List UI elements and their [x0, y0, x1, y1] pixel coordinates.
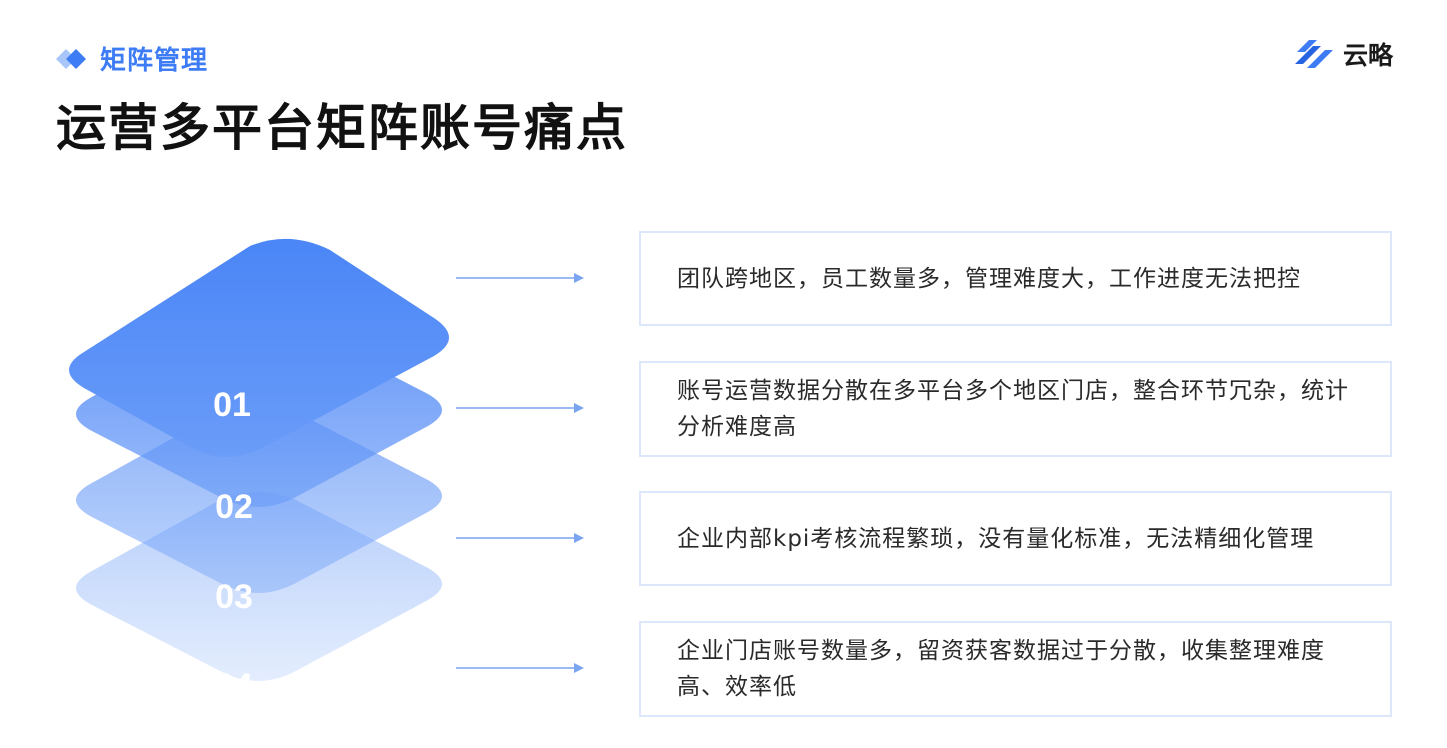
layer-stack-diagram: 01 02 03 04 — [69, 238, 584, 705]
section-tag: 矩阵管理 — [54, 40, 208, 77]
pain-card-03: 企业内部kpi考核流程繁琐，没有量化标准，无法精细化管理 — [639, 491, 1392, 586]
double-diamond-icon — [56, 48, 86, 69]
arrow-head-icon — [574, 533, 584, 543]
brand-name: 云略 — [1342, 41, 1393, 70]
arrow-head-icon — [574, 403, 584, 413]
pain-card-01: 团队跨地区，员工数量多，管理难度大，工作进度无法把控 — [639, 231, 1392, 326]
pain-text-04: 企业门店账号数量多，留资获客数据过于分散，收集整理难度高、效率低 — [677, 638, 1325, 700]
pain-card-04: 企业门店账号数量多，留资获客数据过于分散，收集整理难度高、效率低 — [639, 621, 1392, 717]
pain-text-03: 企业内部kpi考核流程繁琐，没有量化标准，无法精细化管理 — [677, 525, 1315, 552]
layer-number-01: 01 — [213, 386, 251, 424]
page-title: 运营多平台矩阵账号痛点 — [56, 99, 628, 157]
arrow-head-icon — [574, 273, 584, 283]
layer-01 — [69, 238, 449, 457]
arrow-head-icon — [574, 663, 584, 673]
layer-number-04: 04 — [215, 667, 253, 705]
brand: 云略 — [1293, 36, 1393, 72]
layer-number-03: 03 — [215, 578, 253, 616]
layer-number-02: 02 — [215, 488, 253, 526]
section-label: 矩阵管理 — [100, 46, 209, 76]
pain-card-02: 账号运营数据分散在多平台多个地区门店，整合环节冗杂，统计分析难度高 — [639, 361, 1392, 457]
pain-text-01: 团队跨地区，员工数量多，管理难度大，工作进度无法把控 — [677, 265, 1301, 292]
slash-stripes-logo-icon — [1294, 40, 1333, 68]
pain-text-02: 账号运营数据分散在多平台多个地区门店，整合环节冗杂，统计分析难度高 — [677, 378, 1349, 440]
